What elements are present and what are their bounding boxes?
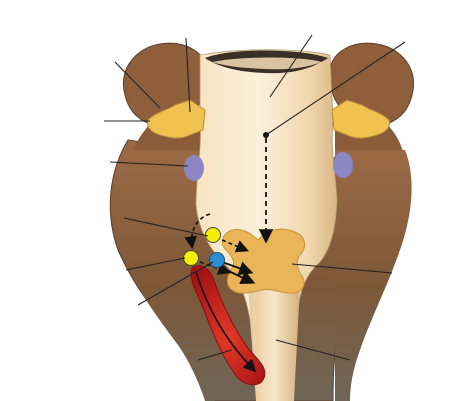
leader-lower-right — [275, 339, 351, 361]
right-lower-body — [335, 150, 412, 401]
dashed-curve-upper — [184, 213, 211, 250]
dashed-arrow-right-upper — [221, 239, 249, 253]
leader-left-blue-dot — [137, 261, 214, 306]
yellow-dot-upper — [205, 227, 221, 243]
red-tract-arrow — [195, 271, 257, 373]
leader-lines — [104, 34, 406, 361]
red-tract — [190, 265, 266, 386]
yellow-dot-lower — [183, 250, 199, 266]
orange-nucleus — [221, 228, 306, 294]
leader-lower-left-red — [197, 349, 233, 361]
right-purple-spot — [333, 152, 353, 178]
leader-top-left-vertical — [185, 37, 191, 113]
right-yellow-structure — [331, 99, 390, 139]
leader-right-nucleus — [291, 263, 393, 274]
leader-top-center-right — [269, 34, 313, 98]
leader-upper-left-1 — [114, 61, 161, 109]
leader-left-lower-dot — [125, 257, 186, 271]
leader-top-right-to-dot — [265, 41, 406, 136]
leader-left-to-purple — [109, 161, 189, 167]
blue-dot — [209, 252, 225, 268]
left-lower-body — [114, 150, 215, 401]
left-yellow-structure — [147, 99, 206, 139]
left-purple-spot — [184, 155, 204, 181]
leader-left-upper-dot — [123, 217, 209, 237]
